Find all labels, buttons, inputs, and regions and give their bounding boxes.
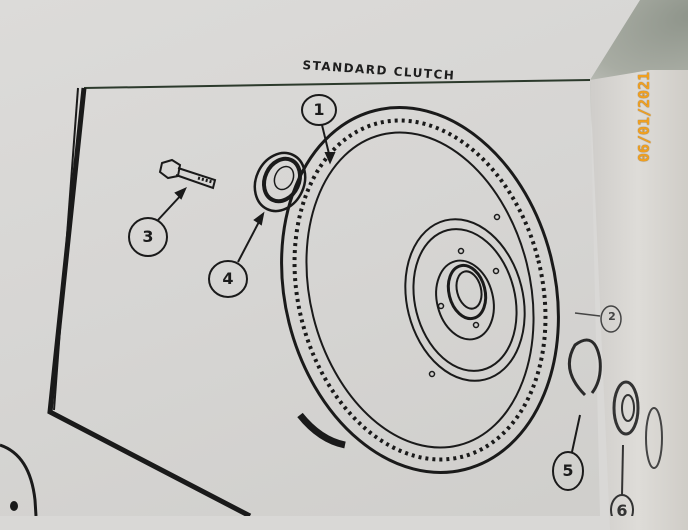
flywheel-icon xyxy=(280,106,560,474)
callout-label-5: 5 xyxy=(562,461,574,480)
callout-1 xyxy=(301,94,337,165)
callout-4 xyxy=(208,211,265,298)
partial-part-outline xyxy=(0,443,38,516)
frame-top-line xyxy=(83,79,591,89)
bearing-icon xyxy=(612,380,640,436)
bolt-icon xyxy=(158,158,217,190)
callout-6 xyxy=(610,444,634,516)
callout-2 xyxy=(574,305,622,333)
callout-label-1: 1 xyxy=(313,100,325,119)
seal-icon xyxy=(253,151,307,213)
callout-label-3: 3 xyxy=(142,227,154,246)
callout-3 xyxy=(128,187,187,257)
clutch-diagram xyxy=(0,79,663,516)
snap-ring-icon xyxy=(567,338,602,397)
callout-label-2: 2 xyxy=(608,310,616,323)
frame-left-line xyxy=(47,87,252,516)
callout-5 xyxy=(552,414,584,491)
camera-date-stamp: 06/01/2021 xyxy=(635,71,653,163)
callout-label-4: 4 xyxy=(222,269,234,288)
callout-label-6: 6 xyxy=(616,501,628,520)
